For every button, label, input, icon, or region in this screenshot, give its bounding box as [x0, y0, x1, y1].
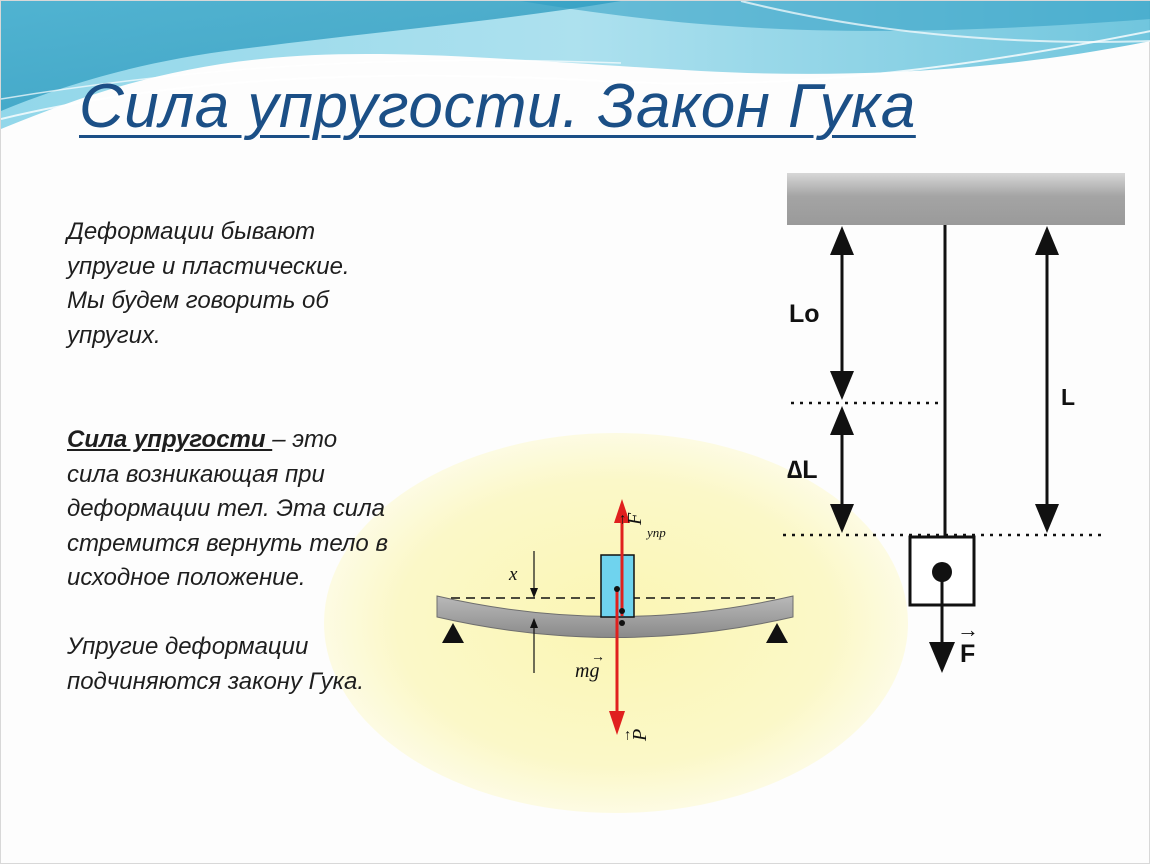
- definition-paragraph: Сила упругости – это сила возникающая пр…: [67, 423, 388, 596]
- deflection-x-marker: [530, 551, 538, 673]
- beam-diagram: x F → упр mg → P →: [436, 499, 794, 743]
- intro-paragraph: Деформации бывают упругие и пластические…: [67, 215, 350, 353]
- slide-title: Сила упругости. Закон Гука: [79, 72, 916, 141]
- label-mg-arrow: →: [591, 650, 605, 665]
- conclusion-line: подчиняются закону Гука.: [67, 667, 365, 695]
- application-point-low: [619, 620, 625, 626]
- definition-line: исходное положение.: [67, 564, 306, 591]
- label-f-upr-subscript: упр: [645, 525, 666, 540]
- arrow-l: [1035, 226, 1059, 533]
- label-f-vector: →: [957, 617, 979, 642]
- label-f-upr: F →: [613, 512, 646, 527]
- spring-diagram: Lo L ∆L F →: [783, 173, 1125, 673]
- ceiling: [787, 173, 1125, 225]
- force-arrow-weight: [609, 589, 625, 735]
- label-l: L: [1061, 384, 1075, 410]
- label-x: x: [508, 564, 518, 585]
- arrow-l0: [830, 226, 854, 400]
- header-wave-decoration: [1, 1, 1150, 129]
- arrow-delta-l: [830, 406, 854, 533]
- label-delta-l: ∆L: [787, 456, 818, 484]
- definition-line: сила возникающая при: [67, 460, 325, 488]
- label-f: F: [960, 640, 975, 668]
- label-f-upr-letter: F: [624, 512, 646, 526]
- label-p-letter: P: [629, 729, 651, 742]
- application-point-mid: [619, 608, 625, 614]
- label-p: P →: [618, 728, 651, 743]
- support-right: [766, 623, 788, 643]
- definition-dash: – это: [272, 426, 338, 453]
- label-p-arrow: →: [618, 728, 634, 743]
- definition-line: деформации тел. Эта сила: [67, 495, 386, 522]
- conclusion-line: Упругие деформации: [67, 633, 309, 660]
- intro-line: Мы будем говорить об: [67, 287, 329, 314]
- definition-line: стремится вернуть тело в: [67, 529, 388, 557]
- intro-line: Деформации бывают: [67, 218, 316, 245]
- support-left: [442, 623, 464, 643]
- label-f-upr-sub: упр: [645, 525, 666, 540]
- definition-term: Сила упругости: [67, 426, 273, 453]
- application-point-top: [614, 586, 620, 592]
- conclusion-paragraph: Упругие деформации подчиняются закону Гу…: [67, 630, 364, 699]
- intro-line: упругих.: [67, 321, 161, 349]
- intro-line: упругие и пластические.: [67, 252, 350, 280]
- force-arrow-elastic: [614, 499, 630, 616]
- label-f-upr-arrow: →: [613, 512, 629, 527]
- label-l0: Lo: [789, 300, 820, 328]
- definition-first-line: Сила упругости – это: [67, 423, 388, 458]
- label-mg: mg: [575, 660, 599, 682]
- force-arrow-f: [929, 572, 955, 673]
